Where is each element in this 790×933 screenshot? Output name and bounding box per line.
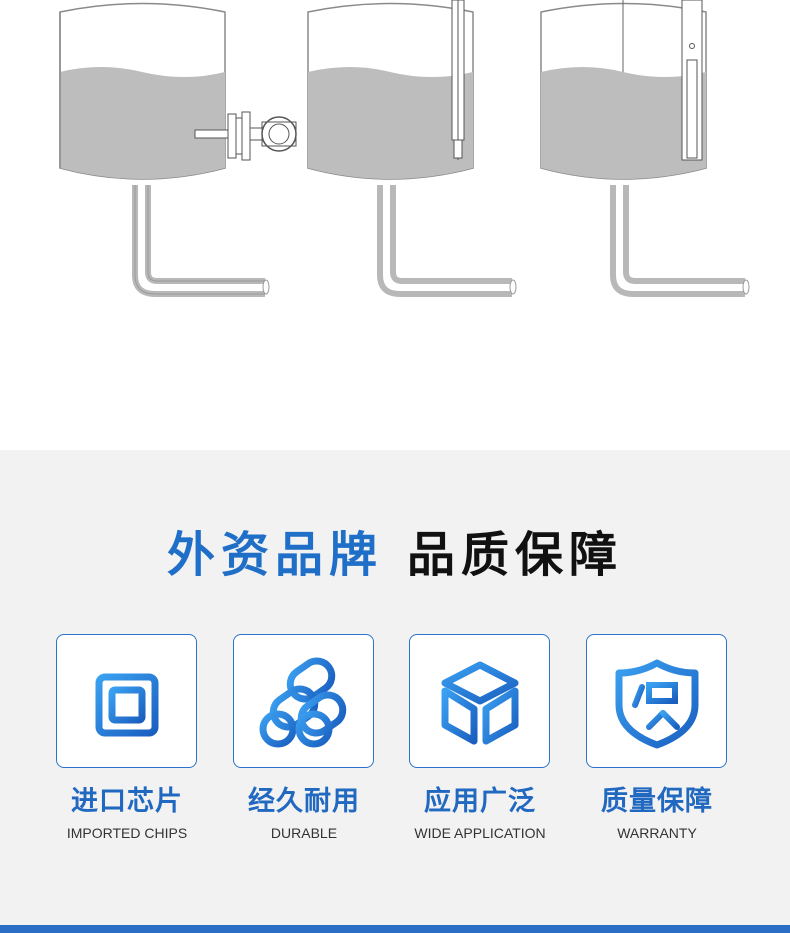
tank-2 [307,0,517,297]
tank-diagram-section [0,0,790,450]
feature-subtitle-warranty: WARRANTY [617,825,697,841]
feature-card-durable [233,634,374,768]
feature-card-imported-chips [56,634,197,768]
feature-title-warranty: 质量保障 [601,786,713,817]
section-headline: 外资品牌品质保障 [0,525,790,585]
cube-icon [441,661,519,745]
feature-subtitle-imported-chips: IMPORTED CHIPS [66,825,188,841]
headline-quality: 品质保障 [407,527,624,583]
shield-icon [615,659,699,749]
chip-icon [84,662,170,748]
footer-accent-bar [0,925,790,933]
feature-title-wide-application: 应用广泛 [424,786,536,817]
feature-subtitle-wide-application: WIDE APPLICATION [414,825,546,841]
headline-brand: 外资品牌 [166,527,383,583]
feature-title-imported-chips: 进口芯片 [71,786,183,817]
pipes-icon [259,657,347,748]
feature-card-warranty [586,634,727,768]
tank-1 [59,2,297,297]
feature-card-wide-application [409,634,550,768]
feature-subtitle-durable: DURABLE [270,825,338,841]
feature-title-durable: 经久耐用 [248,786,360,817]
tank-3 [540,0,750,297]
tank-illustrations [59,0,750,297]
features-section: 外资品牌品质保障 进口芯片 IMPORTED CHIPS [0,450,790,925]
